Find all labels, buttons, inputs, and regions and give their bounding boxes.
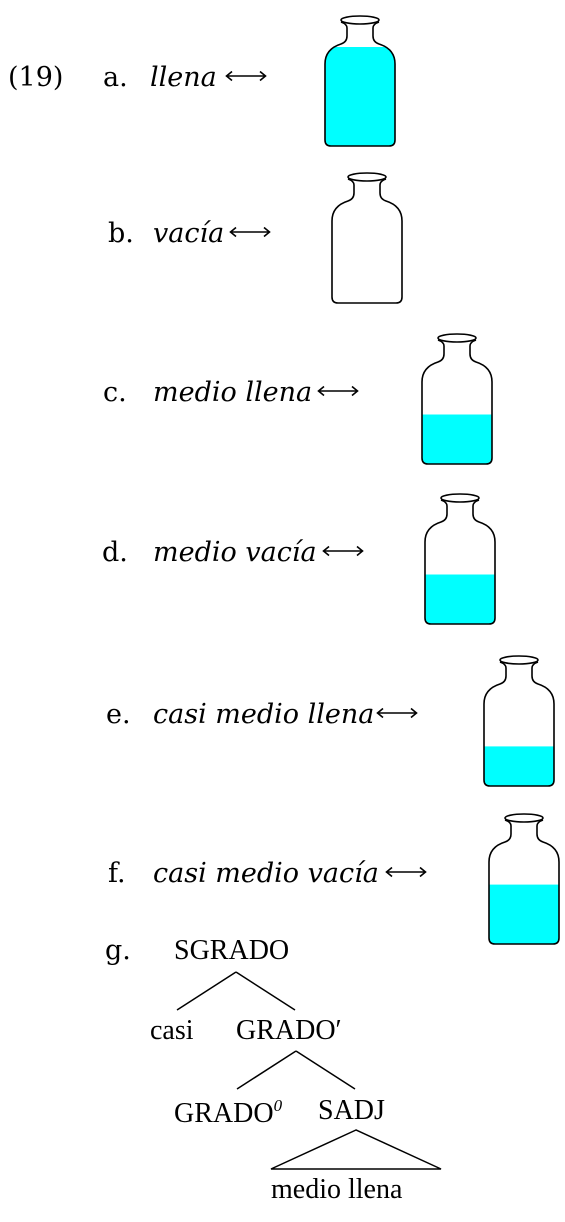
tree-node-grado-head: GRADO0 xyxy=(174,1097,282,1128)
tree-leaf: medio llena xyxy=(271,1174,403,1205)
bottle-lip xyxy=(440,493,480,503)
bottle-neck xyxy=(437,339,477,347)
liquid-fill xyxy=(484,746,554,786)
liquid-fill xyxy=(422,414,492,464)
item-term: medio llena xyxy=(153,377,313,408)
bottle-illustration xyxy=(483,655,555,787)
item-label: e. xyxy=(106,699,131,730)
bottle-outline xyxy=(324,28,396,147)
tree-node-root: SGRADO xyxy=(174,935,290,966)
item-label: b. xyxy=(108,218,134,249)
example-number: (19) xyxy=(8,62,64,93)
double-arrow-icon xyxy=(229,226,271,238)
bottle-outline xyxy=(483,668,555,787)
double-arrow-icon xyxy=(385,866,427,878)
double-arrow-icon xyxy=(317,385,359,397)
tree-node-grado-head-sup: 0 xyxy=(273,1096,283,1115)
bottle-lip xyxy=(499,655,539,665)
item-term: casi medio llena xyxy=(153,699,375,730)
bottle-lip xyxy=(347,172,387,182)
liquid-fill xyxy=(489,884,559,944)
bottle-outline xyxy=(421,346,493,465)
bottle-outline xyxy=(488,826,560,945)
bottle-neck xyxy=(499,661,539,669)
double-arrow-icon xyxy=(225,70,267,82)
tree-node-grado-bar: GRADO′ xyxy=(236,1015,342,1046)
item-label: g. xyxy=(105,935,131,966)
bottle-lip xyxy=(437,333,477,343)
bottle-outline xyxy=(331,185,403,304)
item-label: a. xyxy=(103,62,128,93)
item-label: d. xyxy=(102,537,128,568)
tree-node-sadj: SADJ xyxy=(318,1095,385,1126)
bottle-illustration xyxy=(324,15,396,147)
bottle-lip xyxy=(340,15,380,25)
bottle-neck xyxy=(440,499,480,507)
bottle-outline xyxy=(424,506,496,625)
bottle-neck xyxy=(347,178,387,186)
liquid-fill xyxy=(425,574,495,624)
liquid-fill xyxy=(325,47,395,146)
bottle-illustration xyxy=(488,813,560,945)
item-term: casi medio vacía xyxy=(153,858,379,889)
item-label: f. xyxy=(108,858,126,889)
item-term: llena xyxy=(150,62,217,93)
double-arrow-icon xyxy=(376,707,418,719)
tree-node-casi: casi xyxy=(150,1015,194,1046)
bottle-neck xyxy=(504,819,544,827)
tree-node-grado-head-text: GRADO xyxy=(174,1098,274,1129)
bottle-illustration xyxy=(424,493,496,625)
double-arrow-icon xyxy=(322,545,364,557)
item-term: medio vacía xyxy=(153,537,317,568)
item-term: vacía xyxy=(153,218,225,249)
item-label: c. xyxy=(103,377,127,408)
bottle-illustration xyxy=(421,333,493,465)
bottle-illustration xyxy=(331,172,403,304)
bottle-neck xyxy=(340,21,380,29)
bottle-lip xyxy=(504,813,544,823)
